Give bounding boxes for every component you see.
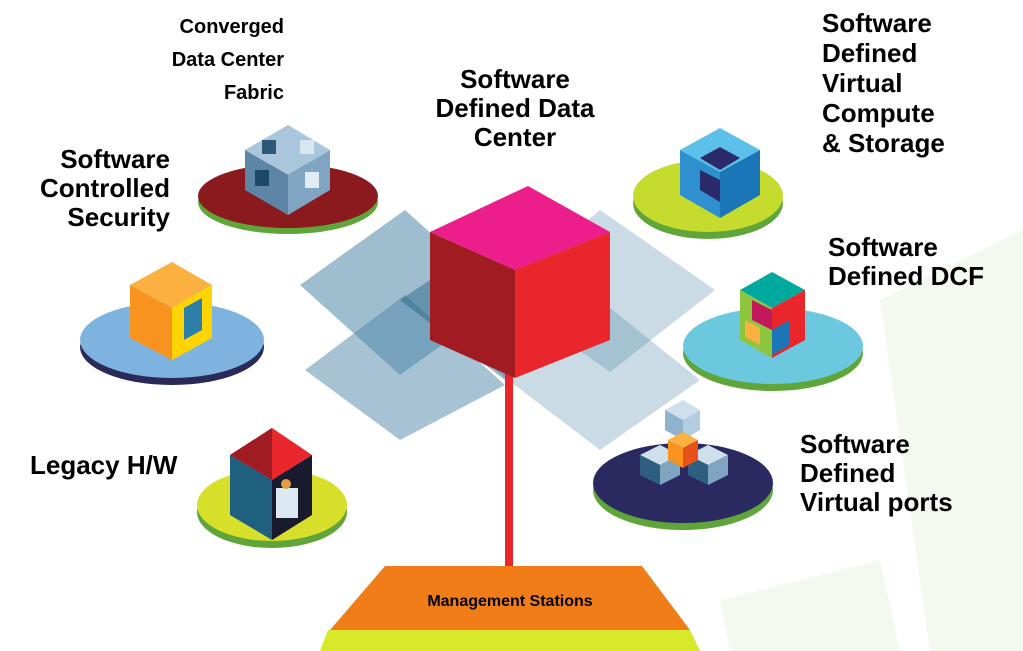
cube-icon-compute-storage	[680, 128, 760, 218]
label-line: Legacy H/W	[30, 450, 178, 480]
management-base	[320, 566, 700, 651]
label-line: Defined	[800, 458, 896, 488]
center-label: Software Defined Data Center	[420, 65, 610, 152]
label-line: Data Center	[171, 49, 284, 71]
connector-pole	[505, 370, 513, 585]
label-line: & Storage	[822, 128, 945, 158]
label-line: Controlled	[40, 173, 170, 203]
center-label-line: Software	[460, 64, 570, 94]
label-legacy: Legacy H/W	[30, 451, 177, 480]
cube-icon-security	[130, 262, 212, 360]
label-line: Defined	[822, 38, 918, 68]
label-converged-fabric: Converged Data Center Fabric	[100, 11, 284, 110]
background-stripe-lower	[720, 560, 900, 651]
label-line: Compute	[822, 98, 935, 128]
label-line: Security	[67, 202, 170, 232]
label-line: Converged	[179, 16, 284, 38]
background-stripe	[880, 230, 1023, 651]
label-line: Software	[60, 144, 170, 174]
label-line: Software	[828, 232, 938, 262]
label-line: Virtual	[822, 68, 903, 98]
label-security: Software Controlled Security	[0, 145, 170, 232]
label-line: Virtual ports	[800, 487, 953, 517]
center-label-line: Center	[473, 122, 557, 152]
cube-icon-legacy	[230, 428, 312, 540]
center-label-line: Defined Data	[435, 93, 595, 123]
label-line: Fabric	[223, 82, 284, 104]
label-compute-storage: Software Defined Virtual Compute & Stora…	[822, 8, 945, 158]
center-cube	[430, 186, 610, 378]
label-virtual-ports: Software Defined Virtual ports	[800, 430, 953, 517]
label-dcf: Software Defined DCF	[828, 233, 984, 291]
label-line: Software	[822, 8, 932, 38]
label-line: Defined DCF	[828, 261, 984, 291]
label-line: Software	[800, 429, 910, 459]
cube-icon-converged-fabric	[245, 125, 330, 215]
cube-icon-dcf	[740, 272, 805, 358]
management-stations-label: Management Stations	[427, 593, 593, 610]
cube-icon-virtual-ports	[640, 400, 728, 485]
